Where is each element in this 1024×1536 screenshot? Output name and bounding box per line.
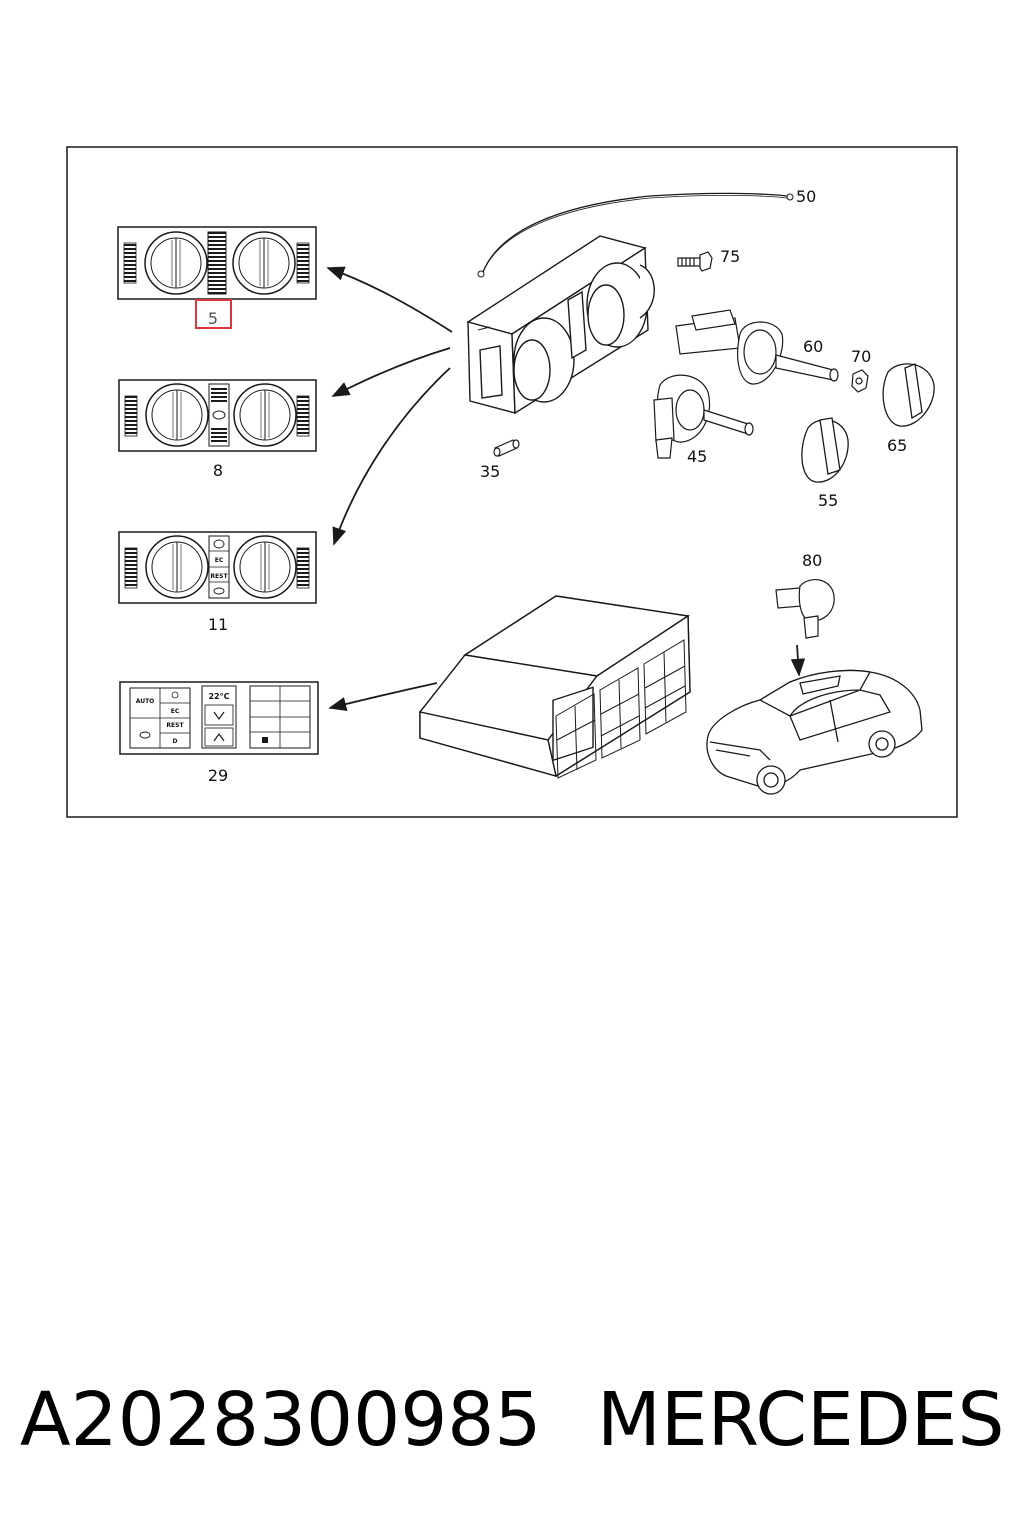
panel29-ec-button[interactable]: EC [171,708,180,715]
callout-35: 35 [480,462,500,481]
control-panel-8[interactable] [118,379,317,452]
panel11-rest-button[interactable]: REST [210,573,228,580]
callout-75: 75 [720,247,740,266]
pin-35[interactable] [493,439,520,457]
control-panel-29[interactable] [119,681,319,755]
nut-70[interactable] [851,369,869,393]
panel29-temp-display: 22°C [208,692,229,701]
highlight-box[interactable] [195,299,232,329]
parts-diagram: 5 8 [66,146,958,818]
climate-module[interactable] [418,595,691,778]
bolt-75[interactable] [677,251,713,272]
callout-50: 50 [796,187,816,206]
callout-70: 70 [851,347,871,366]
actuator-60[interactable] [675,309,839,385]
diagram-frame [66,146,958,818]
actuator-45[interactable] [653,374,754,459]
panel29-rest-button[interactable]: REST [166,722,184,729]
callout-80: 80 [802,551,822,570]
cable-50[interactable] [477,192,794,278]
control-unit-housing[interactable] [466,235,655,415]
arrows [326,266,806,712]
callout-65: 65 [887,436,907,455]
panel29-auto-button[interactable]: AUTO [136,698,155,705]
panel11-ec-button[interactable]: EC [215,557,224,564]
knob-55[interactable] [801,417,849,483]
control-panel-5[interactable] [117,226,317,300]
callout-60: 60 [803,337,823,356]
car-illustration [706,669,923,795]
control-panel-11[interactable] [118,531,317,604]
part-number: A2028300985 [20,1377,542,1463]
brand-name: MERCEDES [597,1377,1005,1463]
panel-label-29: 29 [208,766,228,785]
knob-65[interactable] [882,363,935,427]
panel29-d-button[interactable]: D [173,738,178,745]
panel-label-8: 8 [213,461,223,480]
callout-55: 55 [818,491,838,510]
panel-label-11: 11 [208,615,228,634]
footer: A2028300985 MERCEDES [0,1375,1024,1465]
climate-module-buttons [555,639,687,779]
panel-label-5: 5 [208,309,218,328]
sensor-80[interactable] [775,578,835,639]
callout-45: 45 [687,447,707,466]
